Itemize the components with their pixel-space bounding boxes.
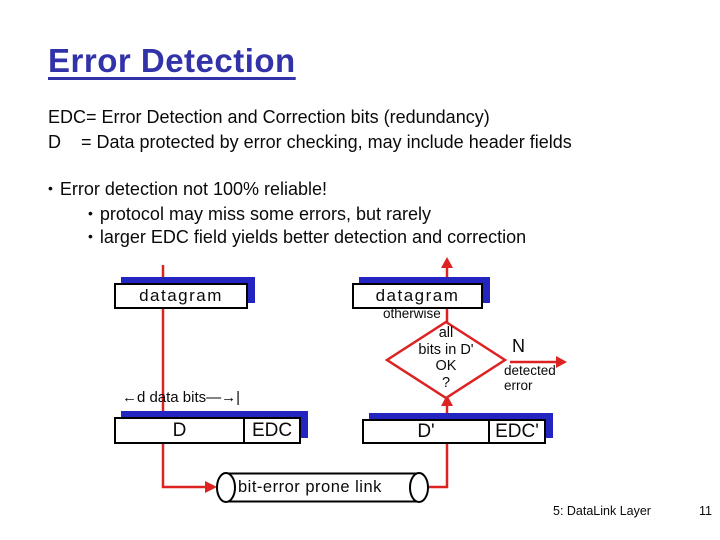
decision-line: OK [435,358,457,374]
detected-error-line: error [504,378,533,393]
link-cylinder-end-icon [216,472,236,503]
sender-d-field: D [172,419,187,441]
d-data-bits-label: ←d data bits—→| [121,389,241,406]
decision-line: bits in D' [418,341,474,358]
sender-edc-field: EDC [243,419,299,442]
arrow-right-icon [556,356,567,368]
bit-error-link-label: bit-error prone link [238,478,382,496]
sender-flow-line [161,265,205,489]
bullet-sub-1: • protocol may miss some errors, but rare… [88,204,431,225]
bullet-icon: • [48,180,53,196]
receiver-d-edc-box: D' EDC' [362,419,546,444]
page-title: Error Detection [48,42,296,79]
link-cylinder-body [226,474,419,501]
sender-datagram-label: datagram [139,286,223,305]
arrow-up-icon [441,395,453,406]
bullet-main: • Error detection not 100% reliable! [48,179,327,200]
footer-section-label: 5: DataLink Layer [553,504,651,518]
bullet-sub-2: • larger EDC field yields better detectio… [88,227,526,248]
link-cylinder-end-icon [409,472,429,503]
otherwise-label: otherwise [383,306,441,321]
bullet-main-text: Error detection not 100% reliable! [59,179,328,199]
receiver-datagram-label: datagram [375,286,460,305]
decision-diamond [384,320,508,400]
n-branch-label: N [512,336,525,356]
detected-error-label: detected error [504,363,556,393]
definition-edc: EDC= Error Detection and Correction bits… [48,107,490,127]
decision-line: all [438,325,454,341]
receiver-flow-line [428,443,449,489]
sender-datagram-box: datagram [114,283,248,309]
sender-d-edc-box: D EDC [114,417,301,444]
bullet-icon: • [88,205,93,221]
bullet-sub-1-text: protocol may miss some errors, but rarel… [99,204,431,224]
arrow-up-icon [441,257,453,268]
decision-line: ? [441,374,451,391]
arrow-right-icon [205,481,217,493]
bullet-sub-2-text: larger EDC field yields better detection… [99,227,527,247]
bullet-icon: • [88,228,93,244]
detected-error-line: detected [504,363,556,378]
receiver-d-field: D' [417,420,435,442]
footer-page-number: 11 [699,504,712,518]
receiver-edc-field: EDC' [488,421,544,442]
receiver-datagram-box: datagram [352,283,483,309]
decision-diamond-text: all bits in D' OK ? [386,325,506,391]
definition-d: D = Data protected by error checking, ma… [48,132,572,152]
